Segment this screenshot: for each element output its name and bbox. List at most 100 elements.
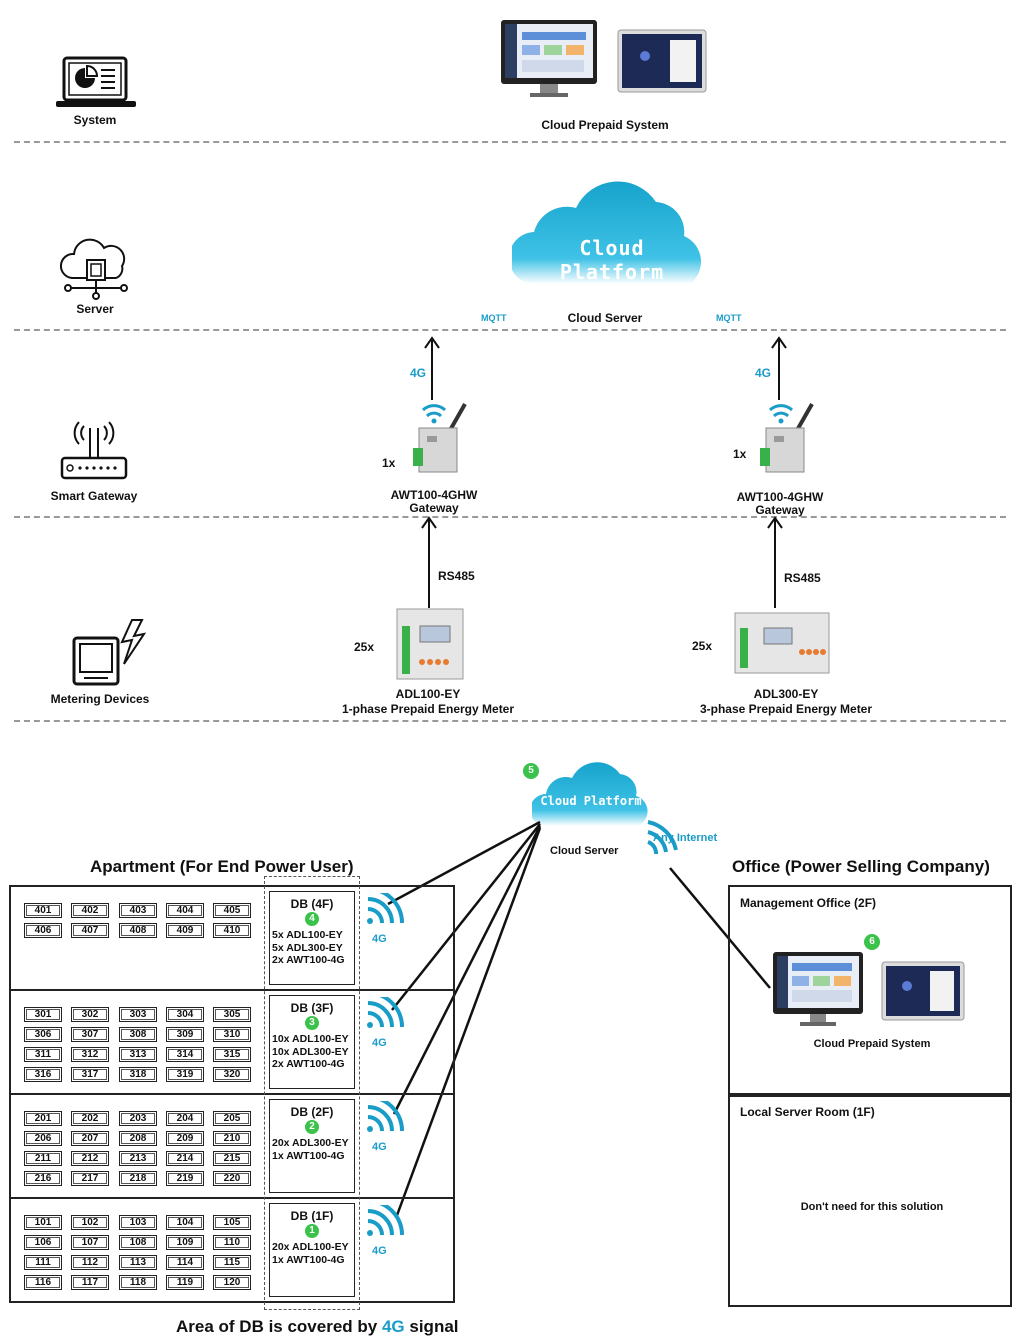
- room-number: 201: [26, 1113, 60, 1124]
- room-number: 311: [26, 1049, 60, 1060]
- apartment-room: 305: [213, 1007, 251, 1022]
- room-number: 310: [215, 1029, 249, 1040]
- cloud-server-label-small: Cloud Server: [550, 845, 619, 857]
- apartment-room: 216: [24, 1171, 62, 1186]
- dont-need-text: Don't need for this solution: [800, 1201, 944, 1213]
- db-device-line: 2x AWT100-4G: [272, 954, 345, 966]
- apartment-room: 120: [213, 1275, 251, 1290]
- apartment-room: 318: [119, 1067, 157, 1082]
- db-title: DB (1F): [290, 1209, 334, 1223]
- room-number: 116: [26, 1277, 60, 1288]
- room-number: 301: [26, 1009, 60, 1020]
- apartment-room: 317: [71, 1067, 109, 1082]
- monitor-tablet-picture-office: [773, 952, 965, 1026]
- room-number: 312: [73, 1049, 107, 1060]
- room-number: 207: [73, 1133, 107, 1144]
- g4-label: 4G: [372, 1245, 387, 1257]
- footer-caption: Area of DB is covered by 4G signal: [176, 1317, 459, 1336]
- apartment-room: 310: [213, 1027, 251, 1042]
- cloud-platform-title: Cloud Platform: [559, 236, 665, 284]
- room-number: 406: [26, 925, 60, 936]
- room-number: 114: [168, 1257, 202, 1268]
- local-server-room-label: Local Server Room (1F): [740, 1105, 875, 1119]
- room-number: 317: [73, 1069, 107, 1080]
- step-5-badge: 5: [523, 763, 539, 779]
- apartment-room: 311: [24, 1047, 62, 1062]
- apartment-room: 404: [166, 903, 204, 918]
- apartment-room: 406: [24, 923, 62, 938]
- room-number: 217: [73, 1173, 107, 1184]
- room-number: 303: [121, 1009, 155, 1020]
- room-number: 117: [73, 1277, 107, 1288]
- layer-divider: [14, 141, 1006, 143]
- db-step-badge: 3: [305, 1016, 319, 1030]
- apartment-room: 409: [166, 923, 204, 938]
- meter-device-left: [396, 608, 464, 680]
- apartment-room: 312: [71, 1047, 109, 1062]
- room-number: 118: [121, 1277, 155, 1288]
- db-device-line: 2x AWT100-4G: [272, 1058, 345, 1070]
- apartment-room: 116: [24, 1275, 62, 1290]
- apartment-room: 113: [119, 1255, 157, 1270]
- apartment-room: 205: [213, 1111, 251, 1126]
- db-step-badge: 1: [305, 1224, 319, 1238]
- apartment-room: 316: [24, 1067, 62, 1082]
- room-number: 319: [168, 1069, 202, 1080]
- apartment-room: 402: [71, 903, 109, 918]
- room-number: 313: [121, 1049, 155, 1060]
- apartment-room: 407: [71, 923, 109, 938]
- db-device-line: 20x ADL100-EY: [272, 1241, 349, 1253]
- apartment-room: 104: [166, 1215, 204, 1230]
- apartment-room: 410: [213, 923, 251, 938]
- layer-label-server: Server: [76, 302, 114, 316]
- gateway-qty-right: 1x: [733, 447, 747, 461]
- cloud-server-label: Cloud Server: [567, 311, 643, 325]
- cloud-server-icon: [60, 238, 128, 300]
- apartment-room: 301: [24, 1007, 62, 1022]
- rs485-label-left: RS485: [438, 569, 475, 583]
- floor-divider: [9, 1093, 455, 1095]
- apartment-room: 220: [213, 1171, 251, 1186]
- apartment-room: 401: [24, 903, 62, 918]
- router-icon: [60, 421, 128, 480]
- layer-divider: [14, 516, 1006, 518]
- wifi-4g-icon: [367, 1101, 404, 1132]
- apartment-title: Apartment (For End Power User): [90, 857, 354, 876]
- room-number: 107: [73, 1237, 107, 1248]
- apartment-room: 206: [24, 1131, 62, 1146]
- room-number: 119: [168, 1277, 202, 1288]
- apartment-room: 107: [71, 1235, 109, 1250]
- layer-divider: [14, 329, 1006, 331]
- room-number: 214: [168, 1153, 202, 1164]
- room-number: 120: [215, 1277, 249, 1288]
- cloud-platform-icon-small: [532, 762, 648, 826]
- room-number: 309: [168, 1029, 202, 1040]
- mqtt-label-left: MQTT: [481, 313, 507, 323]
- room-number: 102: [73, 1217, 107, 1228]
- db-step-badge: 2: [305, 1120, 319, 1134]
- apartment-room: 210: [213, 1131, 251, 1146]
- room-number: 211: [26, 1153, 60, 1164]
- room-number: 407: [73, 925, 107, 936]
- apartment-room: 209: [166, 1131, 204, 1146]
- room-number: 403: [121, 905, 155, 916]
- connection-arrows: [421, 336, 787, 608]
- g4-label-right: 4G: [755, 366, 772, 380]
- local-server-room-box: [728, 1093, 1012, 1307]
- room-number: 111: [26, 1257, 60, 1268]
- room-number: 204: [168, 1113, 202, 1124]
- apartment-room: 214: [166, 1151, 204, 1166]
- apartment-room: 119: [166, 1275, 204, 1290]
- db-device-line: 1x AWT100-4G: [272, 1253, 345, 1266]
- db-title: DB (4F): [290, 897, 334, 911]
- room-number: 106: [26, 1237, 60, 1248]
- db-device-line: 10x ADL100-EY: [272, 1033, 349, 1045]
- room-number: 205: [215, 1113, 249, 1124]
- room-number: 206: [26, 1133, 60, 1144]
- apartment-room: 108: [119, 1235, 157, 1250]
- apartment-room: 212: [71, 1151, 109, 1166]
- gateway-device-left: [413, 403, 467, 473]
